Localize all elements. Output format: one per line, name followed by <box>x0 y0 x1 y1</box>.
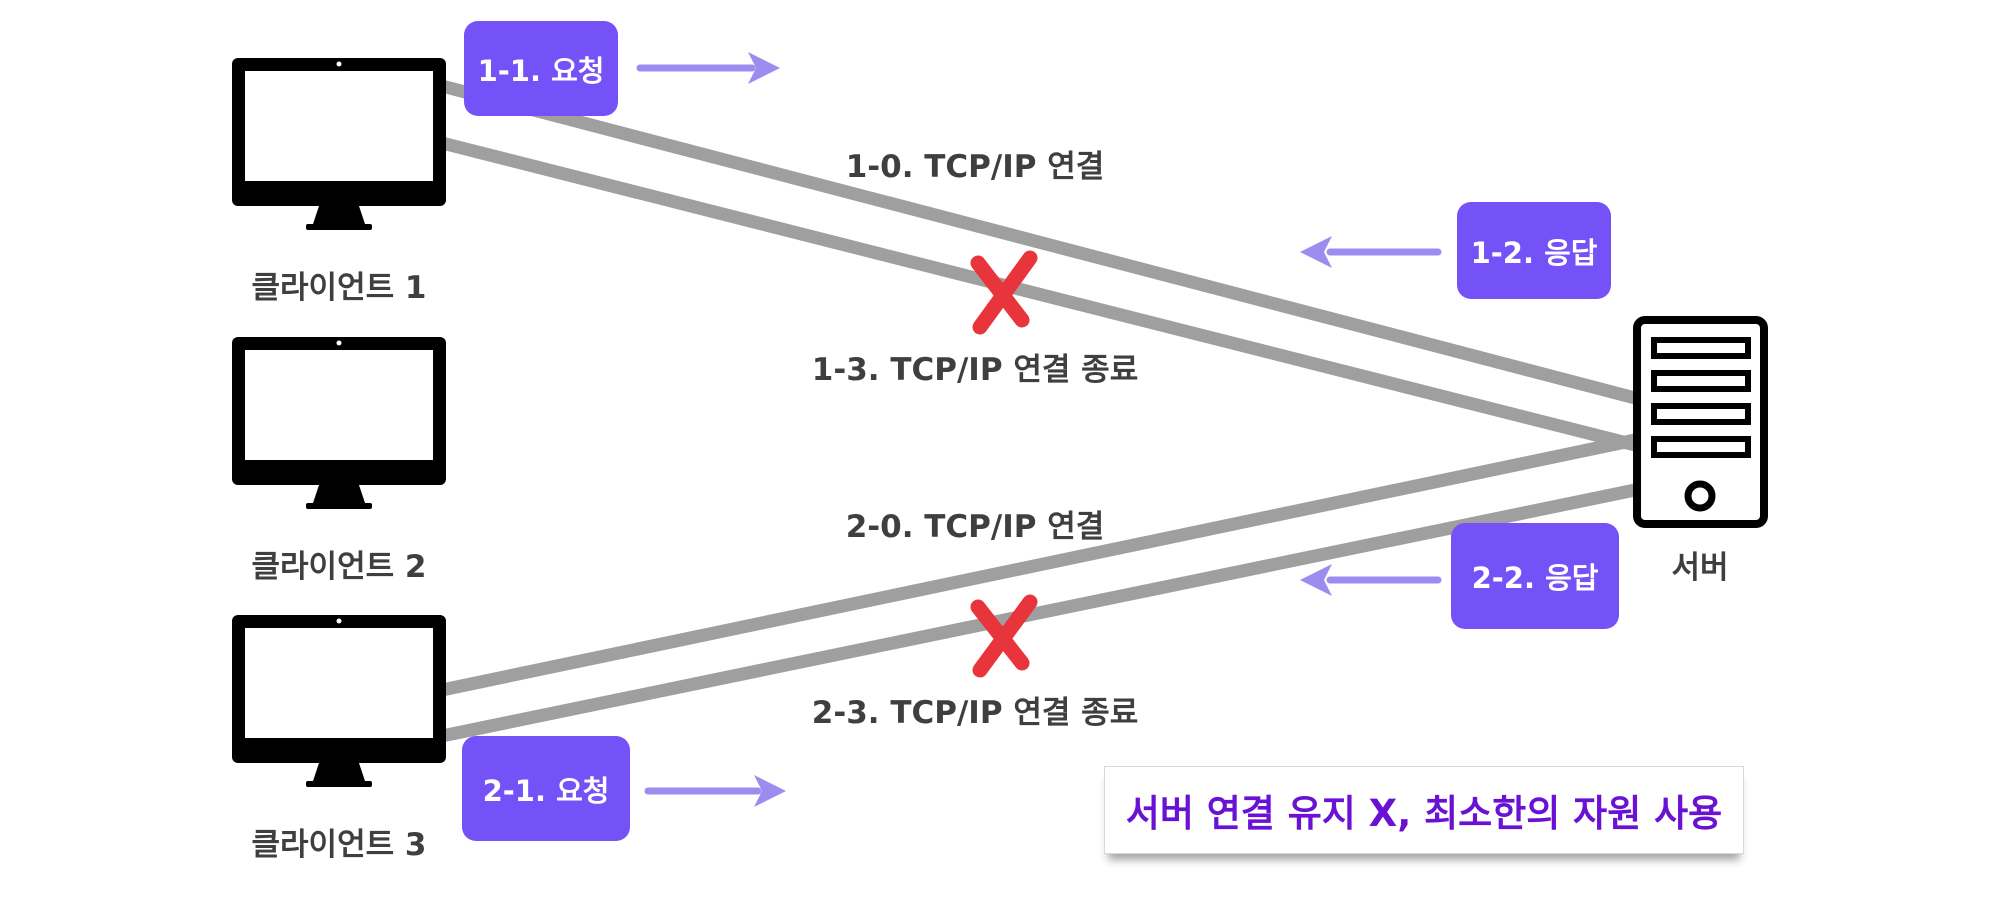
connection-1-connect-label: 1-0. TCP/IP 연결 <box>845 149 1105 185</box>
client-1-monitor-icon <box>232 58 446 230</box>
connection-2-line-response <box>440 483 1637 743</box>
connection-2-close-cross-icon <box>970 594 1038 678</box>
connection-2-response-tag: 2-2. 응답 <box>1451 523 1619 629</box>
connection-lines <box>440 79 1637 743</box>
connection-2-close-label: 2-3. TCP/IP 연결 종료 <box>811 695 1139 731</box>
client-2-monitor-icon <box>232 337 446 509</box>
connection-1-request-arrow <box>636 52 780 84</box>
connection-1-response-tag: 1-2. 응답 <box>1457 202 1611 299</box>
client-1-label: 클라이언트 1 <box>251 270 427 306</box>
connection-2-request-tag: 2-1. 요청 <box>462 736 630 841</box>
connection-2-line-request <box>440 433 1637 697</box>
connection-1-request-tag: 1-1. 요청 <box>464 21 618 116</box>
client-2-label: 클라이언트 2 <box>251 549 427 585</box>
client-3-monitor-icon <box>232 615 446 787</box>
connection-1-close-cross-icon <box>970 250 1038 335</box>
client-3-label: 클라이언트 3 <box>251 827 427 863</box>
server-icon <box>1633 316 1768 528</box>
connection-2-request-arrow <box>644 775 786 807</box>
arrows <box>636 52 1442 807</box>
server-label: 서버 <box>1671 550 1729 586</box>
connection-2-connect-label: 2-0. TCP/IP 연결 <box>845 509 1105 545</box>
connection-1-line-response <box>440 136 1637 452</box>
connection-1-response-arrow <box>1300 236 1442 268</box>
connection-2-response-arrow <box>1300 564 1442 596</box>
summary-text: 서버 연결 유지 X, 최소한의 자원 사용 <box>1125 792 1723 835</box>
connection-1-line-request <box>440 79 1637 405</box>
connection-1-close-label: 1-3. TCP/IP 연결 종료 <box>811 352 1139 388</box>
summary-box: 서버 연결 유지 X, 최소한의 자원 사용 <box>1104 766 1744 854</box>
